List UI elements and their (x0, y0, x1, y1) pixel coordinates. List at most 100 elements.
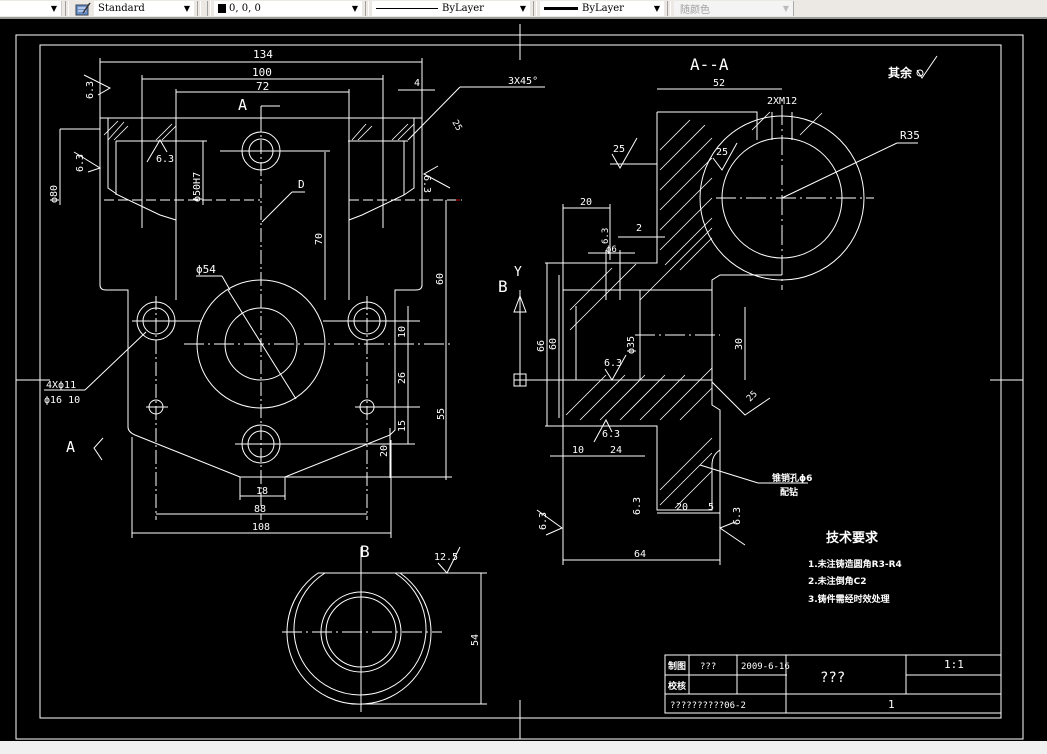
layer-dropdown-tail[interactable]: ▼ (0, 1, 62, 16)
svg-text:6.3: 6.3 (601, 228, 611, 244)
toolbar-separator (667, 1, 671, 16)
cad-drawing: 134 100 72 4 A ϕ80 ϕ50H7 (15, 24, 1024, 740)
chevron-down-icon: ▼ (183, 4, 190, 13)
toolbar-separator (65, 1, 69, 16)
text-style-dropdown[interactable]: Standard ▼ (94, 1, 194, 16)
front-view: 134 100 72 4 A ϕ80 ϕ50H7 (44, 48, 545, 538)
svg-text:10: 10 (572, 445, 584, 456)
svg-text:ϕ35: ϕ35 (626, 336, 637, 354)
chevron-down-icon: ▼ (519, 4, 526, 13)
plotstyle-value: 随颜色 (680, 5, 710, 16)
status-strip (0, 741, 1047, 754)
svg-text:6.3: 6.3 (732, 507, 743, 525)
svg-text:ϕ16 10: ϕ16 10 (44, 395, 80, 406)
svg-text:12.5: 12.5 (434, 552, 458, 563)
svg-text:52: 52 (713, 78, 725, 89)
svg-text:A: A (238, 96, 247, 114)
svg-text:1.未注铸造圆角R3-R4: 1.未注铸造圆角R3-R4 (808, 558, 902, 570)
linetype-value: ByLayer (442, 3, 484, 14)
svg-text:A: A (66, 438, 75, 456)
svg-text:ϕ50H7: ϕ50H7 (192, 172, 203, 202)
svg-text:60: 60 (435, 273, 446, 285)
svg-text:15: 15 (397, 420, 408, 432)
svg-text:B: B (498, 277, 508, 296)
svg-text:108: 108 (252, 522, 270, 533)
chevron-down-icon: ▼ (351, 4, 358, 13)
svg-text:30: 30 (734, 338, 745, 350)
svg-text:6.3: 6.3 (604, 358, 622, 369)
svg-text:60: 60 (548, 338, 559, 350)
svg-text:ϕ80: ϕ80 (49, 185, 60, 203)
svg-text:70: 70 (314, 233, 325, 245)
svg-text:Y: Y (514, 265, 522, 280)
svg-text:3.铸件需经时效处理: 3.铸件需经时效处理 (808, 593, 890, 605)
svg-text:25: 25 (745, 389, 760, 404)
properties-toolbar: ▼ Standard▼ 0, 0, 0▼ ByLayer▼ ByLayer▼ 随… (0, 0, 1047, 19)
svg-text:54: 54 (470, 634, 481, 646)
drawing-canvas[interactable]: 134 100 72 4 A ϕ80 ϕ50H7 (0, 19, 1047, 741)
svg-text:20: 20 (580, 197, 592, 208)
color-dropdown[interactable]: 0, 0, 0 ▼ (214, 1, 362, 16)
svg-text:2.未注倒角C2: 2.未注倒角C2 (808, 575, 867, 587)
svg-text:6.3: 6.3 (156, 154, 174, 165)
toolbar-separator (207, 1, 211, 16)
section-view-aa: A--A 其余 52 2XM12 R35 20 2 6.3 ϕ6 (498, 55, 938, 565)
chevron-down-icon: ▼ (782, 4, 789, 13)
svg-text:4Xϕ11: 4Xϕ11 (46, 380, 76, 391)
svg-text:24: 24 (610, 445, 622, 456)
svg-text:锥销孔ϕ6: 锥销孔ϕ6 (772, 472, 812, 484)
title-block: 制图 校核 ??? 2009-6-16 ??? 1:1 ??????????06… (664, 654, 1002, 714)
color-swatch (218, 4, 226, 13)
toolbar-separator (533, 1, 537, 16)
svg-text:???: ??? (700, 662, 716, 672)
toolbar-separator (197, 1, 201, 16)
text-style-value: Standard (98, 3, 145, 14)
toolbar-separator (365, 1, 369, 16)
svg-text:10: 10 (397, 326, 408, 338)
svg-text:88: 88 (254, 504, 266, 515)
svg-text:2: 2 (636, 223, 642, 234)
svg-text:2009-6-16: 2009-6-16 (741, 662, 790, 672)
svg-text:A--A: A--A (690, 55, 729, 74)
view-b: B 54 12.5 (282, 542, 487, 712)
svg-text:6.3: 6.3 (421, 175, 432, 193)
svg-text:D: D (298, 178, 305, 191)
svg-text:25: 25 (613, 144, 625, 155)
svg-text:B: B (360, 542, 370, 561)
svg-text:制图: 制图 (668, 660, 686, 672)
svg-text:2XM12: 2XM12 (767, 96, 797, 107)
svg-text:??????????06-2: ??????????06-2 (670, 701, 746, 711)
svg-text:1:1: 1:1 (944, 658, 964, 671)
svg-text:其余: 其余 (888, 65, 913, 80)
svg-text:26: 26 (397, 372, 408, 384)
text-style-icon[interactable] (72, 1, 94, 16)
svg-text:6.3: 6.3 (85, 81, 96, 99)
lineweight-dropdown[interactable]: ByLayer▼ (540, 1, 664, 16)
svg-text:???: ??? (820, 670, 845, 686)
svg-text:技术要求: 技术要求 (826, 530, 879, 546)
svg-text:72: 72 (256, 80, 269, 93)
linetype-dropdown[interactable]: ByLayer ▼ (372, 1, 530, 16)
svg-text:25: 25 (716, 147, 728, 158)
svg-text:5: 5 (708, 502, 714, 513)
linetype-preview (376, 8, 438, 9)
svg-text:3X45°: 3X45° (508, 76, 538, 87)
svg-text:校核: 校核 (668, 680, 686, 692)
svg-text:1: 1 (888, 698, 895, 711)
tech-requirements: 技术要求 1.未注铸造圆角R3-R4 2.未注倒角C2 3.铸件需经时效处理 (808, 530, 902, 605)
svg-text:6.3: 6.3 (602, 429, 620, 440)
chevron-down-icon: ▼ (653, 4, 660, 13)
color-value: 0, 0, 0 (229, 3, 261, 14)
svg-text:55: 55 (436, 408, 447, 420)
lineweight-preview (544, 7, 578, 10)
svg-text:ϕ54: ϕ54 (196, 263, 216, 276)
svg-text:6.3: 6.3 (632, 497, 643, 515)
svg-text:20: 20 (379, 445, 390, 457)
plotstyle-dropdown: 随颜色 ▼ (674, 1, 794, 16)
svg-text:25: 25 (449, 119, 463, 133)
svg-text:100: 100 (252, 66, 272, 79)
svg-text:18: 18 (256, 486, 268, 497)
svg-text:64: 64 (634, 549, 646, 560)
svg-text:20: 20 (676, 502, 688, 513)
svg-text:6.3: 6.3 (538, 512, 549, 530)
